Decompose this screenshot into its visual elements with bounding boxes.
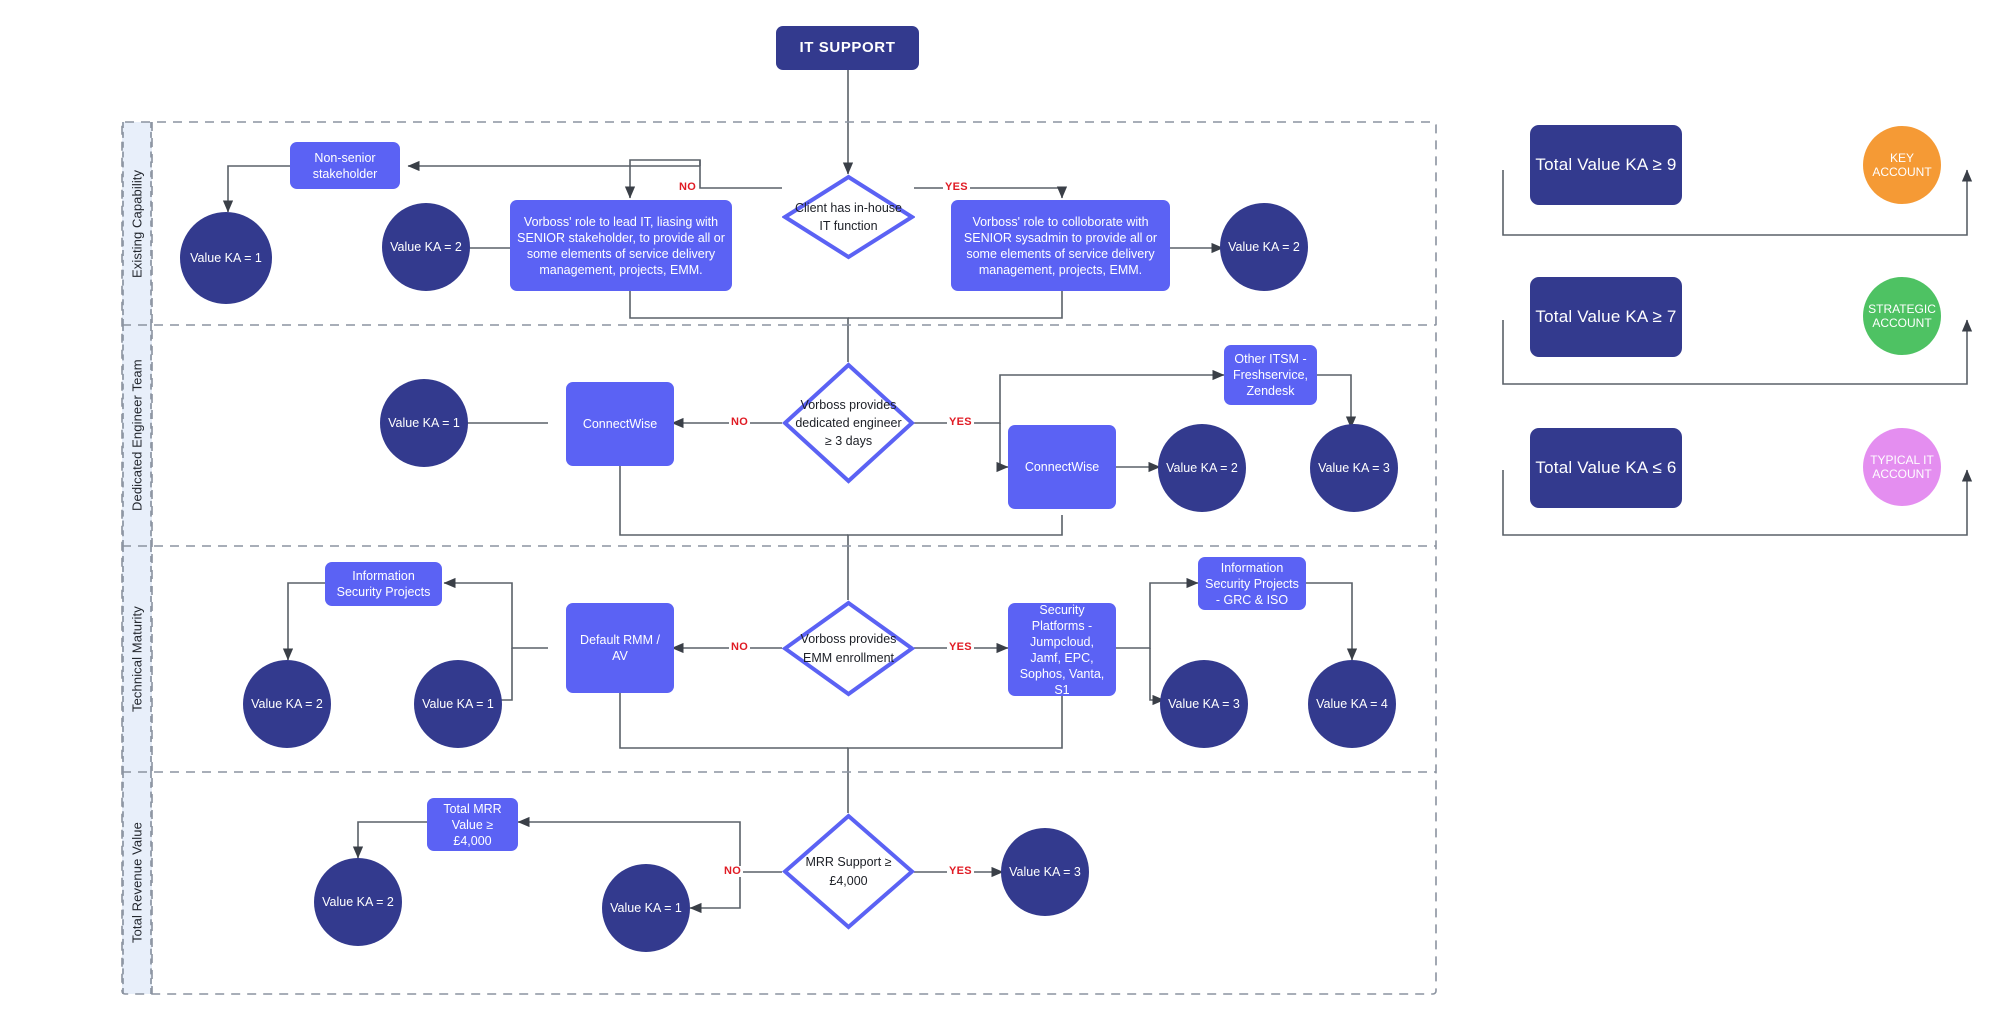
box-vorboss-colloborate[interactable]: Vorboss' role to colloborate with SENIOR… <box>951 200 1170 291</box>
legend-condition-key-account[interactable]: Total Value KA ≥ 9 <box>1530 125 1682 205</box>
decision-label: Vorboss provides dedicated engineer ≥ 3 … <box>795 397 902 449</box>
decision-label: Vorboss provides EMM enrollment <box>800 632 897 665</box>
box-total-mrr-value[interactable]: Total MRR Value ≥ £4,000 <box>427 798 518 851</box>
decision-emm-enrollment[interactable]: Vorboss provides EMM enrollment <box>781 600 916 697</box>
lane-label-total-revenue-value: Total Revenue Value <box>129 822 145 944</box>
outcome-key-account[interactable]: KEY ACCOUNT <box>1863 126 1941 204</box>
value-ka-3-lane4[interactable]: Value KA = 3 <box>1001 828 1089 916</box>
diamond-shape <box>781 813 916 930</box>
edge-label-no-lane4: NO <box>722 865 744 877</box>
value-ka-4-lane3[interactable]: Value KA = 4 <box>1308 660 1396 748</box>
legend-condition-typical-it-account[interactable]: Total Value KA ≤ 6 <box>1530 428 1682 508</box>
lane-label-technical-maturity: Technical Maturity <box>129 606 145 712</box>
value-ka-3-lane3[interactable]: Value KA = 3 <box>1160 660 1248 748</box>
decision-label: MRR Support ≥ £4,000 <box>805 855 892 888</box>
value-ka-1-lane3[interactable]: Value KA = 1 <box>414 660 502 748</box>
box-default-rmm-av[interactable]: Default RMM / AV <box>566 603 674 693</box>
lane-label-dedicated-engineer-team: Dedicated Engineer Team <box>129 359 145 512</box>
diamond-shape <box>781 600 916 697</box>
edge-label-no-lane3: NO <box>729 641 751 653</box>
box-other-itsm[interactable]: Other ITSM - Freshservice, Zendesk <box>1224 345 1317 405</box>
outcome-strategic-account[interactable]: STRATEGIC ACCOUNT <box>1863 277 1941 355</box>
value-ka-2-lane2[interactable]: Value KA = 2 <box>1158 424 1246 512</box>
lane-label-existing-capability: Existing Capability <box>129 169 145 278</box>
box-non-senior-stakeholder[interactable]: Non-senior stakeholder <box>290 142 400 189</box>
edge-label-yes-lane2: YES <box>947 416 974 428</box>
decision-client-has-inhouse-it[interactable]: Client has in-house IT function <box>781 174 916 260</box>
start-node-it-support[interactable]: IT SUPPORT <box>776 26 919 70</box>
decision-mrr-support[interactable]: MRR Support ≥ £4,000 <box>781 813 916 930</box>
value-ka-2-lane1-right[interactable]: Value KA = 2 <box>1220 203 1308 291</box>
value-ka-2-lane1-mid[interactable]: Value KA = 2 <box>382 203 470 291</box>
legend-condition-strategic-account[interactable]: Total Value KA ≥ 7 <box>1530 277 1682 357</box>
edge-label-yes-lane1: YES <box>943 181 970 193</box>
value-ka-2-lane4[interactable]: Value KA = 2 <box>314 858 402 946</box>
decision-dedicated-engineer[interactable]: Vorboss provides dedicated engineer ≥ 3 … <box>782 362 915 484</box>
value-ka-1-lane1[interactable]: Value KA = 1 <box>180 212 272 304</box>
value-ka-2-lane3[interactable]: Value KA = 2 <box>243 660 331 748</box>
value-ka-3-lane2[interactable]: Value KA = 3 <box>1310 424 1398 512</box>
value-ka-1-lane2[interactable]: Value KA = 1 <box>380 379 468 467</box>
box-vorboss-lead-it[interactable]: Vorboss' role to lead IT, liasing with S… <box>510 200 732 291</box>
edge-label-yes-lane3: YES <box>947 641 974 653</box>
box-connectwise-yes[interactable]: ConnectWise <box>1008 425 1116 509</box>
decision-label: Client has in-house IT function <box>794 200 902 233</box>
edge-label-yes-lane4: YES <box>947 865 974 877</box>
box-connectwise-no[interactable]: ConnectWise <box>566 382 674 466</box>
box-security-platforms[interactable]: Security Platforms - Jumpcloud, Jamf, EP… <box>1008 603 1116 697</box>
value-ka-1-lane4[interactable]: Value KA = 1 <box>602 864 690 952</box>
edge-label-no-lane2: NO <box>729 416 751 428</box>
box-information-security-projects[interactable]: Information Security Projects <box>325 562 442 606</box>
outcome-typical-it-account[interactable]: TYPICAL IT ACCOUNT <box>1863 428 1941 506</box>
edge-label-no-lane1: NO <box>677 181 699 193</box>
diamond-shape <box>782 362 915 484</box>
box-information-security-grc-iso[interactable]: Information Security Projects - GRC & IS… <box>1198 557 1306 610</box>
diamond-shape <box>781 174 916 260</box>
